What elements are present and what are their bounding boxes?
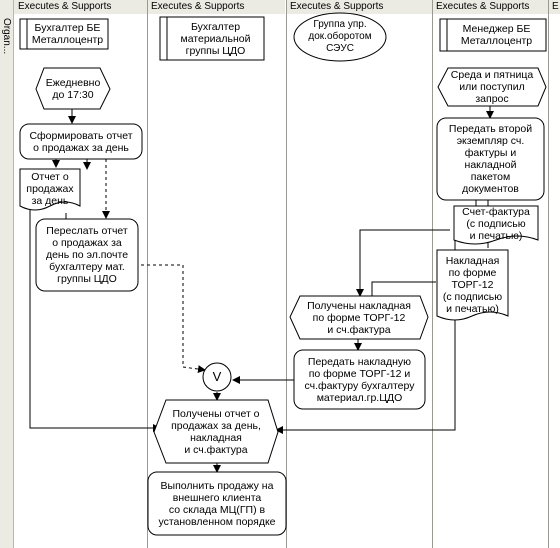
func-send-copy-shape (436, 117, 545, 201)
lane-title-ellipse-3 (293, 12, 387, 62)
flow-arrow (356, 229, 450, 297)
dashed-flow (135, 264, 206, 374)
func-pass-waybill-shape (293, 349, 426, 410)
func-forward-report-shape (35, 218, 139, 292)
doc-report-shape (19, 168, 81, 211)
lane-title-box-4 (439, 18, 547, 52)
doc-invoice-shape (453, 205, 539, 245)
lane-divider (147, 0, 148, 548)
func-register-sale-shape (147, 471, 287, 536)
lane-header-2: Executes & Supports (147, 0, 285, 14)
event-received-torg-shape (289, 295, 429, 340)
flow-arrow (371, 281, 436, 296)
lane-divider (432, 0, 433, 548)
flow-arrow (29, 190, 161, 432)
lane-header-1: Executes & Supports (14, 0, 147, 14)
lane-title-box-1 (19, 18, 109, 50)
lane-divider (548, 0, 549, 548)
event-wed-fri-shape (437, 67, 547, 107)
lane-header-4: Executes & Supports (432, 0, 548, 14)
event-daily-shape (35, 67, 111, 110)
doc-waybill-shape (436, 249, 509, 321)
func-form-report-shape (19, 123, 143, 160)
organization-sidebar: Organ... (0, 0, 14, 548)
event-received-all-shape (153, 399, 279, 464)
lane-header-3: Executes & Supports (286, 0, 432, 14)
lane-title-box-2 (159, 16, 265, 61)
lane-header-5: E (548, 0, 560, 14)
sidebar-label: Organ... (1, 18, 12, 55)
lane-divider (286, 0, 287, 548)
and-connector-shape (202, 362, 232, 392)
